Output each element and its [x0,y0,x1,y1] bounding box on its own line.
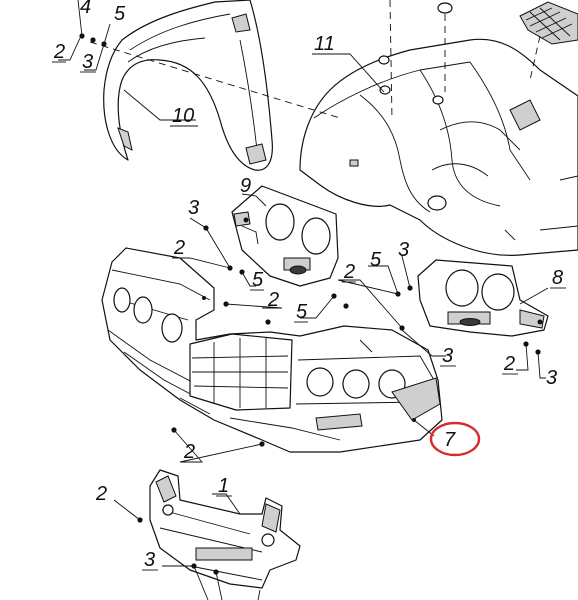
callout-9: 9 [240,175,251,197]
callout-1: 1 [218,475,229,497]
alignment-line [389,0,393,121]
callout-3: 3 [398,239,409,261]
lower-bracket-part-1 [149,469,301,589]
callout-2: 2 [183,441,195,463]
callout-3: 3 [442,345,453,367]
callout-2: 2 [95,483,107,505]
callout-2: 2 [173,237,185,259]
hood-part-11 [299,2,578,256]
callout-2: 2 [53,41,65,63]
callout-2: 2 [343,261,355,283]
callout-11: 11 [314,33,335,55]
callout-3: 3 [144,549,155,571]
callout-5: 5 [370,249,382,271]
headlight-bracket-part-8 [417,259,549,337]
callout-labels: 4 5 2 3 10 11 9 3 2 5 2 5 2 5 3 8 3 2 3 … [53,0,563,571]
callout-5: 5 [252,269,264,291]
callout-7: 7 [444,429,456,451]
callout-5: 5 [114,3,126,25]
alignment-line [89,41,341,119]
hood-vent-grille [519,1,578,45]
callout-3: 3 [188,197,199,219]
callout-5: 5 [296,301,308,323]
callout-4: 4 [80,0,91,18]
alignment-line [529,35,541,81]
callout-3: 3 [546,367,557,389]
callout-3: 3 [82,51,93,73]
callout-8: 8 [552,267,563,289]
front-bumper-part-7 [101,247,443,453]
callout-10: 10 [172,105,194,127]
highlight-ring-callout-7 [429,421,481,457]
headlight-bracket-part-9 [231,185,339,287]
fender-part-10 [103,0,273,171]
callout-underlines [52,53,566,571]
callout-2: 2 [267,289,279,311]
callout-2: 2 [503,353,515,375]
